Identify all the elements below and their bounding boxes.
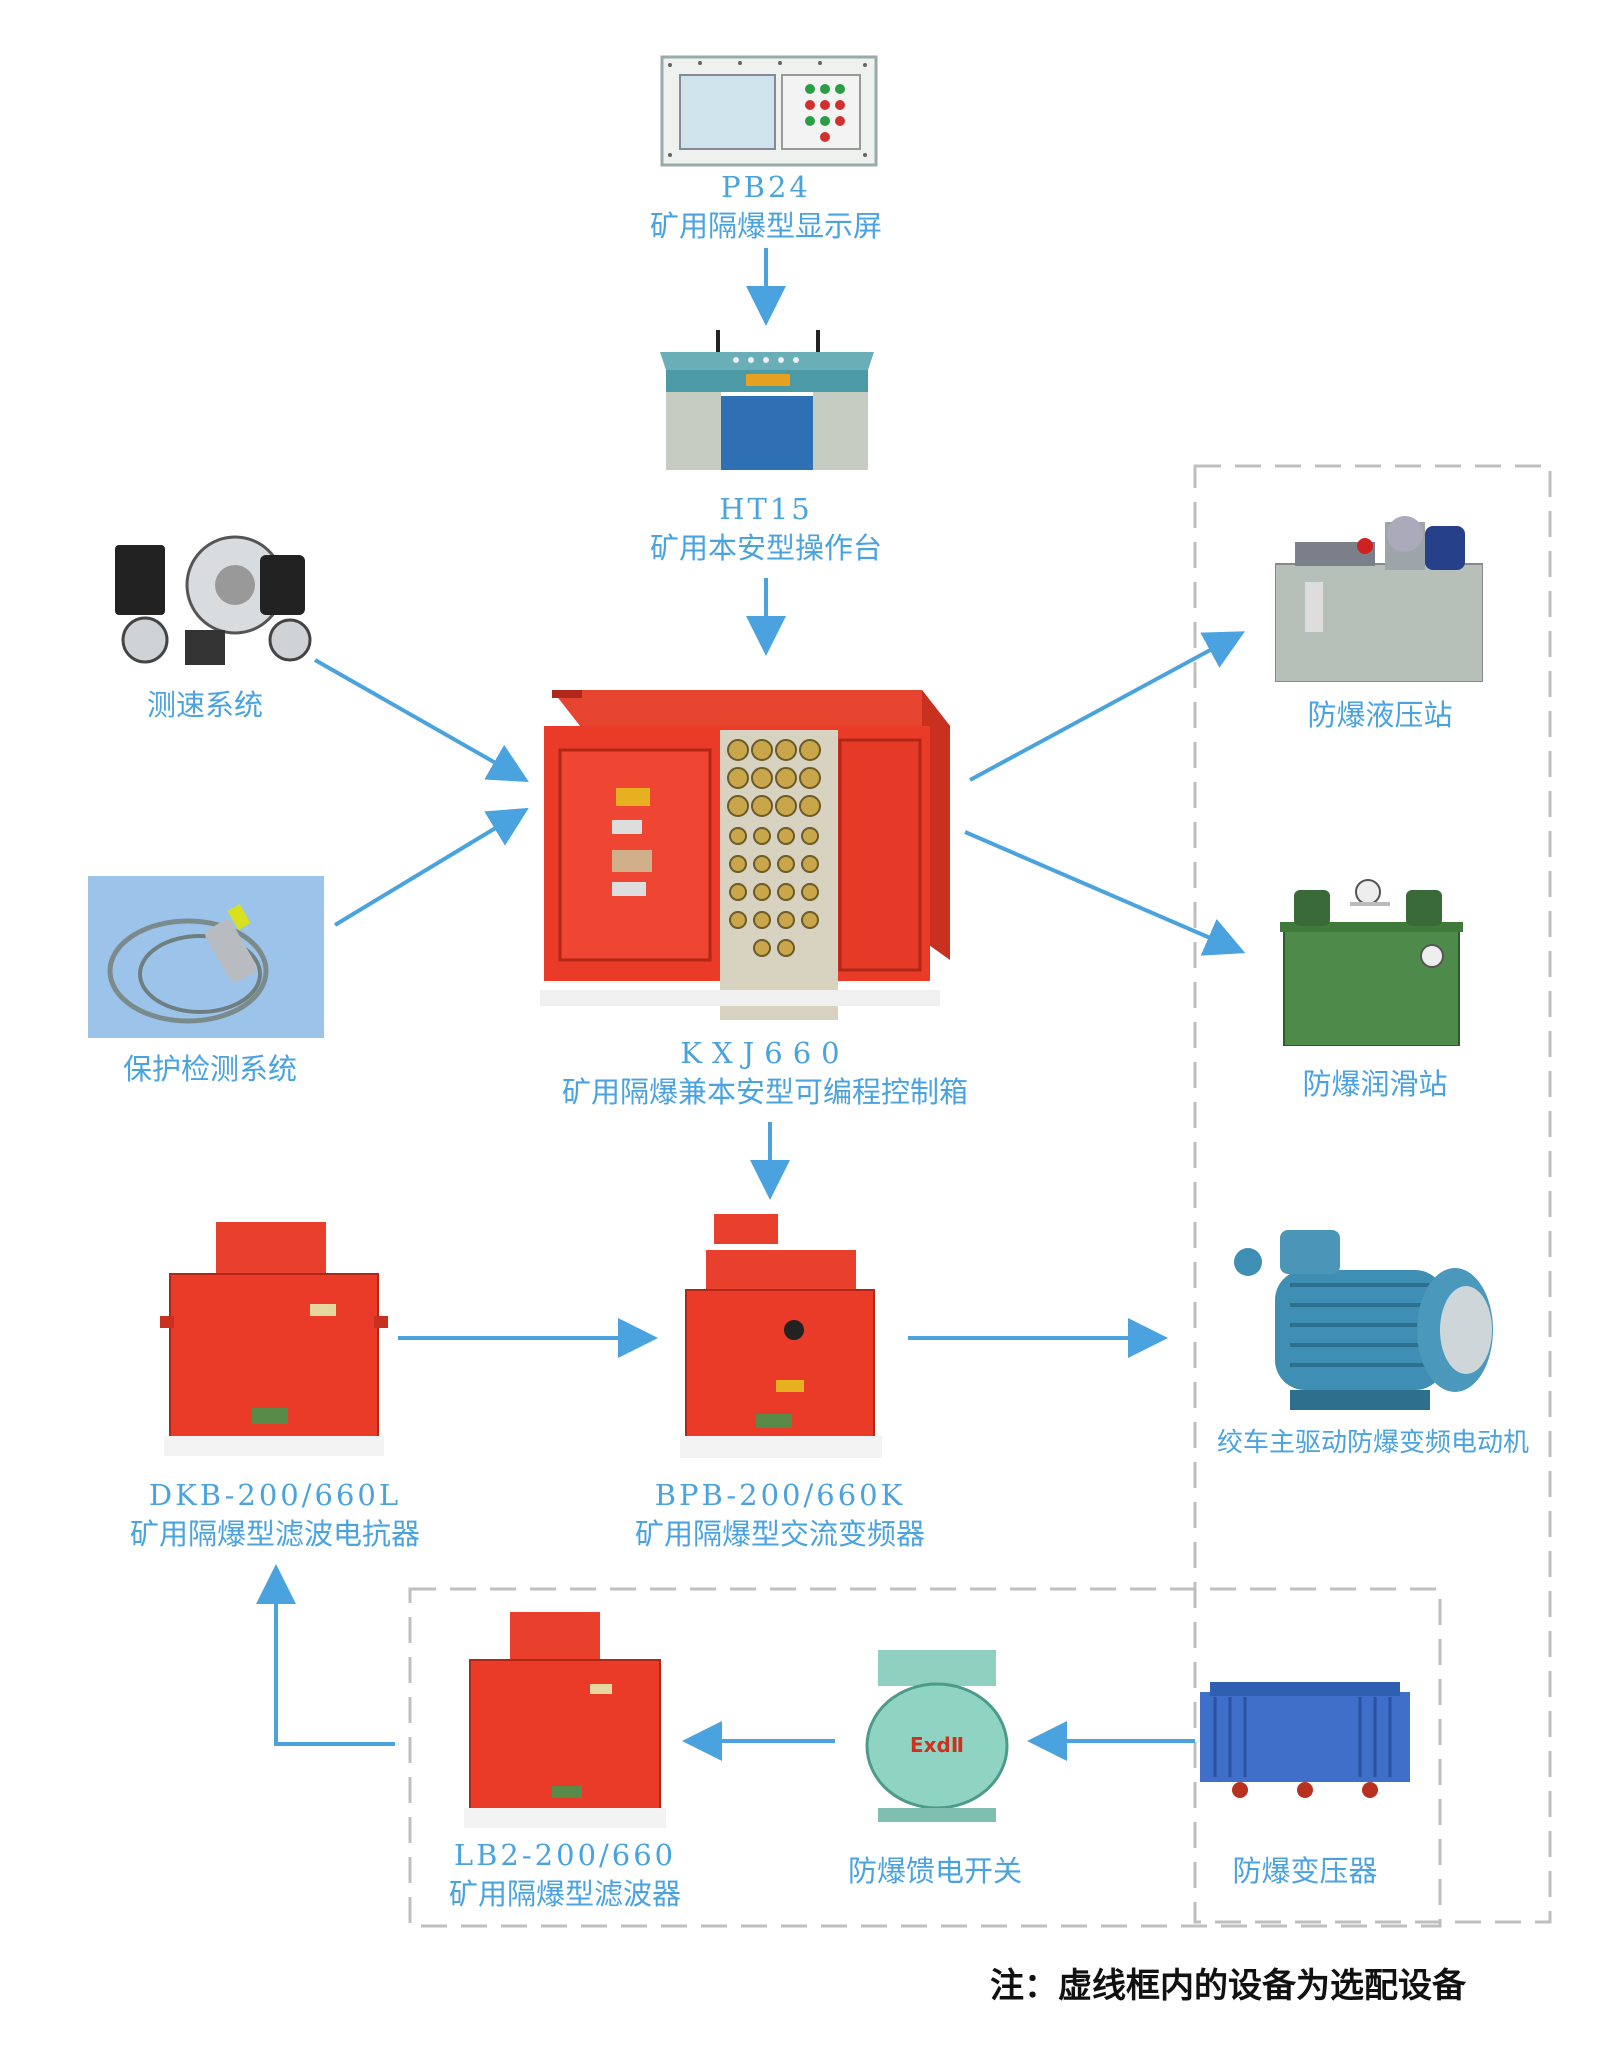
lube-label: 防爆润滑站	[1230, 1065, 1520, 1104]
kxj660-box-image	[540, 690, 950, 1020]
speed-label: 测速系统	[90, 686, 320, 725]
ht15-console-image	[660, 330, 874, 470]
protect-name: 保护检测系统	[122, 1052, 297, 1086]
kxj660-name: 矿用隔爆兼本安型可编程控制箱	[561, 1075, 968, 1110]
ht15-name: 矿用本安型操作台	[649, 531, 882, 566]
lube-name: 防爆润滑站	[1302, 1067, 1448, 1101]
optional-box-bottom	[408, 1587, 1442, 1928]
hydraulic-name: 防爆液压站	[1307, 698, 1453, 732]
feeder-label: 防爆馈电开关	[810, 1852, 1060, 1891]
protect-sensor-image	[88, 876, 324, 1038]
arrow-protect-to-kxj660	[333, 807, 529, 927]
motor-name: 绞车主驱动防爆变频电动机	[1216, 1428, 1529, 1458]
pb24-label: PB24 矿用隔爆型显示屏	[566, 168, 966, 246]
hydraulic-label: 防爆液压站	[1240, 696, 1520, 735]
lb2-code: LB2-200/660	[453, 1838, 677, 1872]
speed-encoder-image	[115, 535, 312, 665]
kxj660-code: KXJ660	[680, 1036, 850, 1070]
bpb-name: 矿用隔爆型交流变频器	[634, 1517, 925, 1552]
hydraulic-station-image	[1275, 516, 1483, 682]
bpb-label: BPB-200/660K 矿用隔爆型交流变频器	[600, 1476, 960, 1554]
feeder-badge: ExdⅡ	[910, 1733, 964, 1757]
pb24-display-image	[660, 55, 878, 167]
kxj660-label: KXJ660 矿用隔爆兼本安型可编程控制箱	[500, 1034, 1030, 1112]
lb2-filter-image	[464, 1612, 666, 1828]
motor-image	[1234, 1230, 1493, 1410]
speed-name: 测速系统	[146, 688, 263, 722]
motor-label: 绞车主驱动防爆变频电动机	[1198, 1426, 1548, 1461]
bpb-inverter-image	[680, 1214, 882, 1458]
arrow-speed-to-kxj660	[314, 658, 529, 782]
dkb-label: DKB-200/660L 矿用隔爆型滤波电抗器	[95, 1476, 455, 1554]
dkb-name: 矿用隔爆型滤波电抗器	[129, 1517, 420, 1552]
arrow-kxj660-to-lube	[964, 830, 1246, 956]
transformer-image	[1200, 1682, 1410, 1798]
pb24-code: PB24	[721, 170, 811, 204]
transformer-label: 防爆变压器	[1180, 1852, 1430, 1891]
arrow-lb2-to-dkb	[256, 1564, 395, 1746]
bpb-code: BPB-200/660K	[654, 1478, 906, 1512]
pb24-name: 矿用隔爆型显示屏	[649, 209, 882, 244]
optional-equipment-note: 注：虚线框内的设备为选配设备	[990, 1966, 1466, 2006]
feeder-switch-image: ExdⅡ	[865, 1650, 1009, 1822]
protect-label: 保护检测系统	[80, 1050, 340, 1089]
feeder-name: 防爆馈电开关	[847, 1854, 1022, 1888]
transformer-name: 防爆变压器	[1232, 1854, 1378, 1888]
ht15-label: HT15 矿用本安型操作台	[566, 490, 966, 568]
dkb-code: DKB-200/660L	[148, 1478, 402, 1512]
lb2-name: 矿用隔爆型滤波器	[448, 1877, 681, 1912]
dkb-reactor-image	[160, 1222, 388, 1456]
lb2-label: LB2-200/660 矿用隔爆型滤波器	[395, 1836, 735, 1914]
lube-station-image	[1280, 879, 1463, 1046]
optional-box-right	[1193, 464, 1552, 1924]
arrow-kxj660-to-hydraulic	[969, 631, 1246, 782]
ht15-code: HT15	[719, 492, 813, 526]
